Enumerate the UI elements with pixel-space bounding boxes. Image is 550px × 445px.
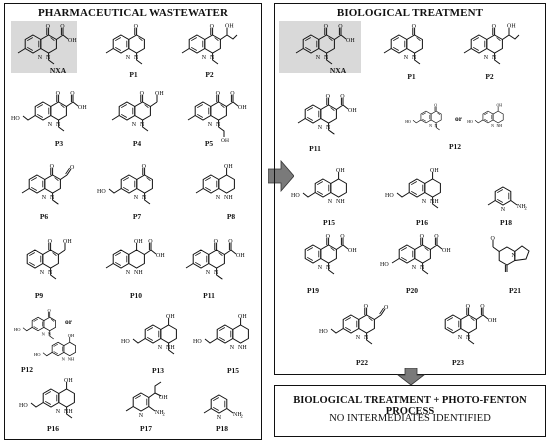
molecule-p16: P16 <box>18 377 91 436</box>
label-p21: P21 <box>508 286 522 295</box>
p12-or: or <box>65 317 73 326</box>
label-p6: P6 <box>39 212 49 221</box>
process-arrow-right <box>268 160 294 192</box>
label-p8: P8 <box>226 212 236 221</box>
label-p16: P16 <box>415 218 429 227</box>
label-p18: P18 <box>215 424 229 433</box>
label-p15: P15 <box>226 366 240 375</box>
label-p5: P5 <box>204 139 214 148</box>
label-p7: P7 <box>132 212 142 221</box>
molecule-p23: P23 <box>433 303 499 370</box>
molecule-p22: P22 <box>318 303 403 370</box>
label-p23: P23 <box>451 358 465 367</box>
molecule-p11: P11 <box>181 238 253 300</box>
process-arrow-down <box>397 368 425 386</box>
molecule-nxa: NXA <box>291 23 361 76</box>
molecule-p15: P15 <box>192 313 261 375</box>
molecule-p1: P1 <box>379 23 434 81</box>
molecule-p15: P15 <box>290 167 363 230</box>
label-p20: P20 <box>405 286 419 295</box>
molecule-p5: P5 <box>183 90 255 151</box>
pharmaceutical-wastewater-panel: PHARMACEUTICAL WASTEWATER NXA P1 P2 P3 P… <box>4 3 262 440</box>
biological-treatment-panel: BIOLOGICAL TREATMENT NXA P1 P2 P11 or P1… <box>274 3 546 375</box>
label-p1: P1 <box>407 72 416 81</box>
label-p4: P4 <box>132 139 142 148</box>
molecule-p1: P1 <box>101 23 156 80</box>
molecule-p17: P17 <box>121 378 177 436</box>
molecule-p11: P11 <box>293 93 365 156</box>
label-p13: P13 <box>151 366 165 375</box>
molecule-p7: P7 <box>96 163 169 224</box>
label-nxa: NXA <box>49 66 67 75</box>
molecule-p4: P4 <box>107 90 167 151</box>
molecule-p10: P10 <box>101 238 171 300</box>
molecule-p12b <box>33 332 99 374</box>
panel-title: BIOLOGICAL TREATMENT + PHOTO-FENTON PROC… <box>293 395 527 417</box>
molecule-p12b <box>466 103 525 140</box>
label-p10: P10 <box>129 291 143 300</box>
nxa-highlight <box>11 21 77 73</box>
nxa-highlight <box>279 21 361 73</box>
label-p1: P1 <box>129 70 138 79</box>
molecule-nxa: NXA <box>13 23 83 76</box>
label-p2: P2 <box>485 72 494 81</box>
label-p9: P9 <box>34 291 44 300</box>
panel-subtitle: NO INTERMEDIATES IDENTIFIED <box>329 413 491 424</box>
label-p17: P17 <box>139 424 153 433</box>
label-p12: P12 <box>20 365 34 374</box>
label-p18: P18 <box>499 218 513 227</box>
label-p22: P22 <box>355 358 369 367</box>
panel-title: BIOLOGICAL TREATMENT <box>336 7 484 19</box>
panel-title: PHARMACEUTICAL WASTEWATER <box>37 7 229 19</box>
label-nxa: NXA <box>329 66 347 75</box>
label-p11: P11 <box>309 144 321 153</box>
label-p16: P16 <box>46 424 60 433</box>
label-p2: P2 <box>205 70 214 79</box>
molecule-p19: P19 <box>293 233 359 296</box>
photo-fenton-panel: BIOLOGICAL TREATMENT + PHOTO-FENTON PROC… <box>274 385 546 437</box>
molecule-p2: P2 <box>459 23 534 81</box>
molecule-p20: P20 <box>379 233 459 296</box>
molecule-p13: P13 <box>120 313 193 375</box>
molecule-p21: P21 <box>487 232 543 300</box>
molecule-p18: P18 <box>483 176 539 230</box>
label-p15: P15 <box>322 218 336 227</box>
p12-or: or <box>455 114 463 123</box>
label-p11: P11 <box>203 291 215 300</box>
label-p19: P19 <box>306 286 320 295</box>
molecule-p3: P3 <box>10 90 95 151</box>
molecule-p2: P2 <box>177 23 252 80</box>
molecule-p9: P9 <box>15 238 75 300</box>
molecule-p18-left: P18 <box>199 384 255 436</box>
label-p3: P3 <box>54 139 64 148</box>
label-p12: P12 <box>448 142 462 151</box>
molecule-p6: P6 <box>17 163 87 224</box>
molecule-p8: P8 <box>191 163 251 224</box>
molecule-p16: P16 <box>384 167 457 230</box>
